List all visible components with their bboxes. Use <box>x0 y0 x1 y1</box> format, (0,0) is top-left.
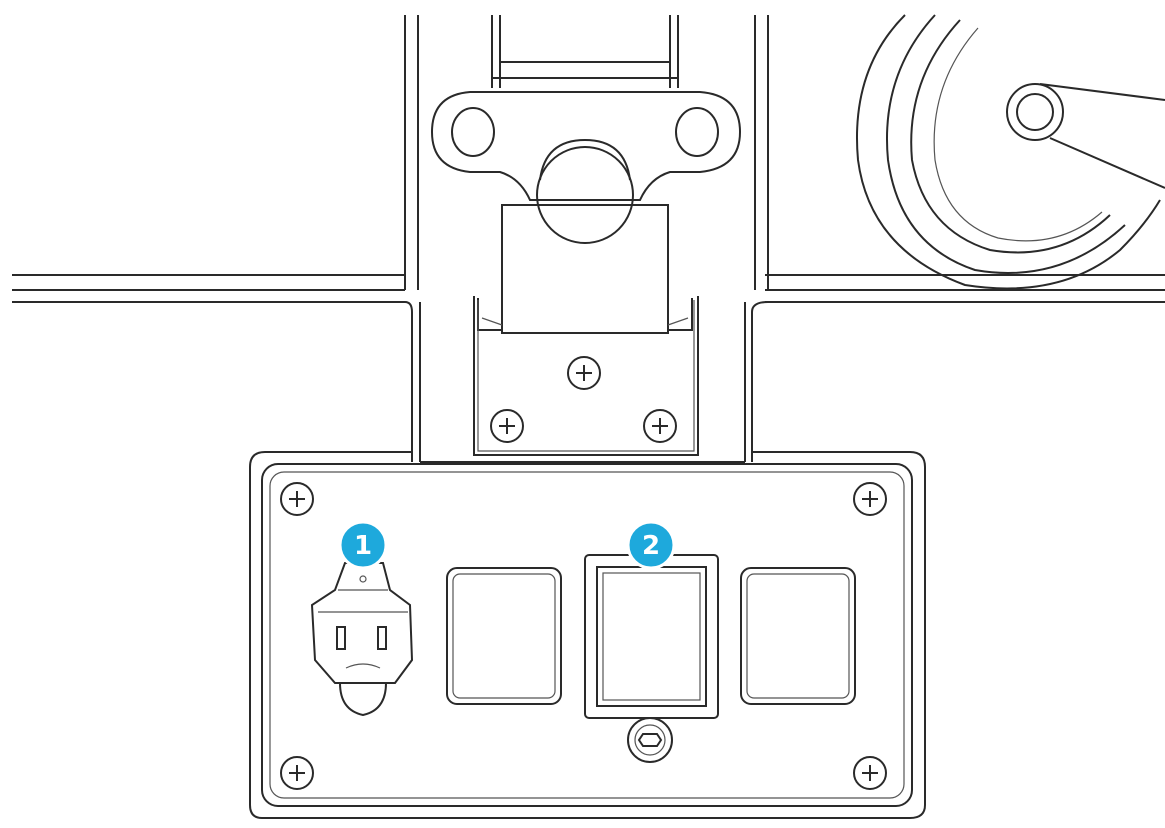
vertical-mast <box>404 15 769 462</box>
phillips-screw-icon <box>567 356 601 390</box>
panel-screws <box>280 356 887 790</box>
rocker-switch-right <box>740 567 856 705</box>
callout-1: 1 <box>338 520 388 570</box>
callout-2: 2 <box>626 520 676 570</box>
callout-2-badge <box>626 520 676 570</box>
callout-2-label: 2 <box>642 531 660 561</box>
phillips-screw-icon <box>853 756 887 790</box>
latch-plate <box>430 91 742 244</box>
phillips-screw-icon <box>280 756 314 790</box>
phillips-screw-icon <box>643 409 677 443</box>
wheel-assembly <box>856 14 1165 290</box>
power-inlet <box>310 562 414 717</box>
callout-1-badge <box>338 520 388 570</box>
control-panel-housing <box>249 451 926 819</box>
mounting-bracket <box>473 296 699 456</box>
rocker-switch-center <box>584 554 719 719</box>
phillips-screw-icon <box>490 409 524 443</box>
phillips-screw-icon <box>853 482 887 516</box>
phillips-screw-icon <box>280 482 314 516</box>
latch-strap <box>477 15 693 334</box>
hex-adjust-screw <box>627 717 673 763</box>
horizontal-rails <box>12 274 1165 303</box>
rocker-switch-left <box>446 567 562 705</box>
callout-1-label: 1 <box>354 531 372 561</box>
